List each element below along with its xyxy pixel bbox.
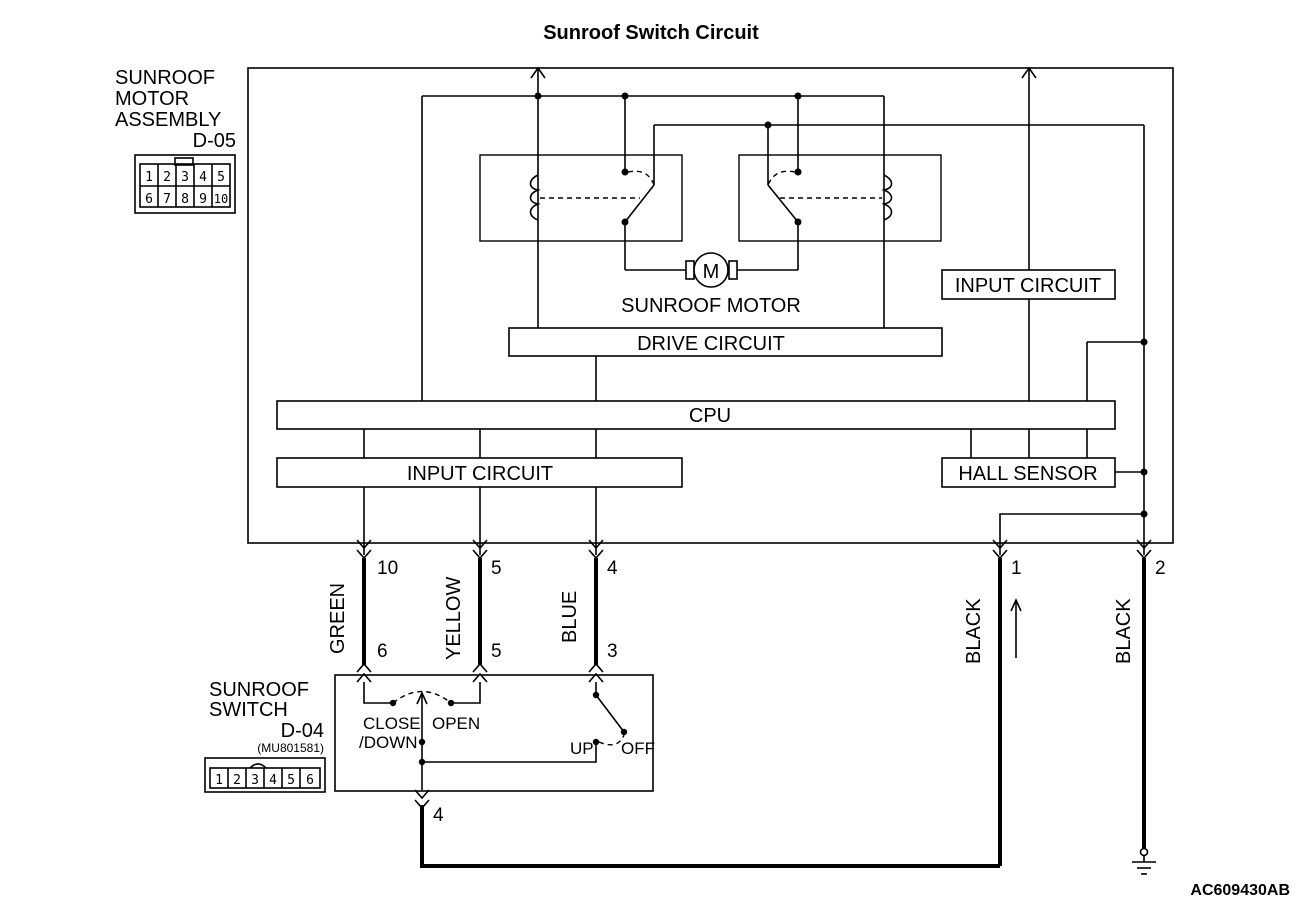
wire-top-pin: 4 [607, 558, 618, 579]
d05-pin-label: 8 [181, 192, 189, 207]
off-position-label: OFF [621, 739, 655, 758]
right-input-wiring [595, 66, 1148, 401]
wire-top-pin: 10 [377, 558, 398, 579]
d05-pin-label: 2 [163, 170, 171, 185]
d05-pin-label: 10 [214, 192, 228, 206]
d04-pin-label: 4 [269, 773, 277, 788]
switch-connector-chevrons [356, 662, 604, 810]
input-circuit-right-label: INPUT CIRCUIT [955, 275, 1101, 297]
current-direction-arrow-icon [1010, 598, 1022, 658]
cpu-label: CPU [689, 405, 731, 427]
d05-connector-icon: 1 2 3 4 5 6 7 8 9 10 [134, 154, 236, 214]
wire-color-label: GREEN [327, 583, 349, 654]
motor-assembly-label-line: ASSEMBLY [115, 109, 221, 131]
motor-symbol: M [703, 261, 720, 283]
wire-top-pin: 1 [1011, 558, 1022, 579]
d05-pin-label: 5 [217, 170, 225, 185]
d05-pin-label: 4 [199, 170, 207, 185]
motor-assembly-label-line: MOTOR [115, 88, 189, 110]
sunroof-motor-label: SUNROOF MOTOR [621, 295, 801, 317]
d05-pin-label: 3 [181, 170, 189, 185]
wire-color-label: BLACK [963, 598, 985, 664]
diagram-title: Sunroof Switch Circuit [543, 22, 759, 44]
relay-left [479, 154, 683, 270]
wire-bottom-pin: 5 [491, 641, 502, 662]
drive-circuit-label: DRIVE CIRCUIT [637, 333, 785, 355]
switch-label-line: SUNROOF [209, 679, 309, 701]
wire-top-pin: 5 [491, 558, 502, 579]
up-position-label: UP [570, 739, 594, 758]
switch-label-line: SWITCH [209, 699, 288, 721]
wire-color-label: YELLOW [443, 577, 465, 660]
d04-connector-icon: 1 2 3 4 5 6 [204, 757, 326, 793]
input-circuit-right-block [941, 269, 1116, 300]
close-position-label: /DOWN [359, 733, 418, 752]
motor-assembly-connector-id: D-05 [193, 130, 236, 152]
d04-pin-label: 5 [287, 773, 295, 788]
cpu-lower-wiring [363, 429, 1148, 555]
wire-top-pin: 2 [1155, 558, 1166, 579]
input-circuit-left-label: INPUT CIRCUIT [407, 463, 553, 485]
motor-assembly-label-line: SUNROOF [115, 67, 215, 89]
motor-icon: M [625, 252, 798, 288]
d04-pin-label: 3 [251, 773, 259, 788]
hall-sensor-block [941, 457, 1116, 488]
switch-label: SUNROOF SWITCH D-04 (MU801581) [209, 679, 324, 755]
d05-pin-label: 1 [145, 170, 153, 185]
switch-connector-id: D-04 [281, 720, 324, 742]
d05-pin-label: 7 [163, 192, 171, 207]
cpu-block [276, 400, 1116, 430]
switch-internals [363, 682, 628, 790]
sunroof-switch-box [334, 674, 654, 792]
switch-ground-pin: 4 [433, 805, 444, 826]
wire-bottom-pin: 6 [377, 641, 388, 662]
d05-pin-label: 6 [145, 192, 153, 207]
relay-right [738, 154, 942, 270]
wire-color-label: BLUE [559, 591, 581, 643]
figure-code: AC609430AB [1190, 882, 1290, 899]
wire-color-label: BLACK [1113, 598, 1135, 664]
wire-bottom-pin: 3 [607, 641, 618, 662]
close-position-label: CLOSE [363, 714, 421, 733]
d04-pin-label: 6 [306, 773, 314, 788]
d04-pin-label: 2 [233, 773, 241, 788]
switch-part-number: (MU801581) [257, 741, 324, 755]
motor-assembly-label: SUNROOF MOTOR ASSEMBLY D-05 [115, 67, 236, 152]
harness-wires [362, 558, 1146, 868]
drive-circuit-block [508, 327, 943, 357]
input-circuit-left-block [276, 457, 683, 488]
d05-pin-label: 9 [199, 192, 207, 207]
d04-pin-label: 1 [215, 773, 223, 788]
open-position-label: OPEN [432, 714, 480, 733]
ground-icon [1132, 847, 1156, 875]
hall-sensor-label: HALL SENSOR [958, 463, 1097, 485]
connector-chevrons [356, 539, 1152, 560]
